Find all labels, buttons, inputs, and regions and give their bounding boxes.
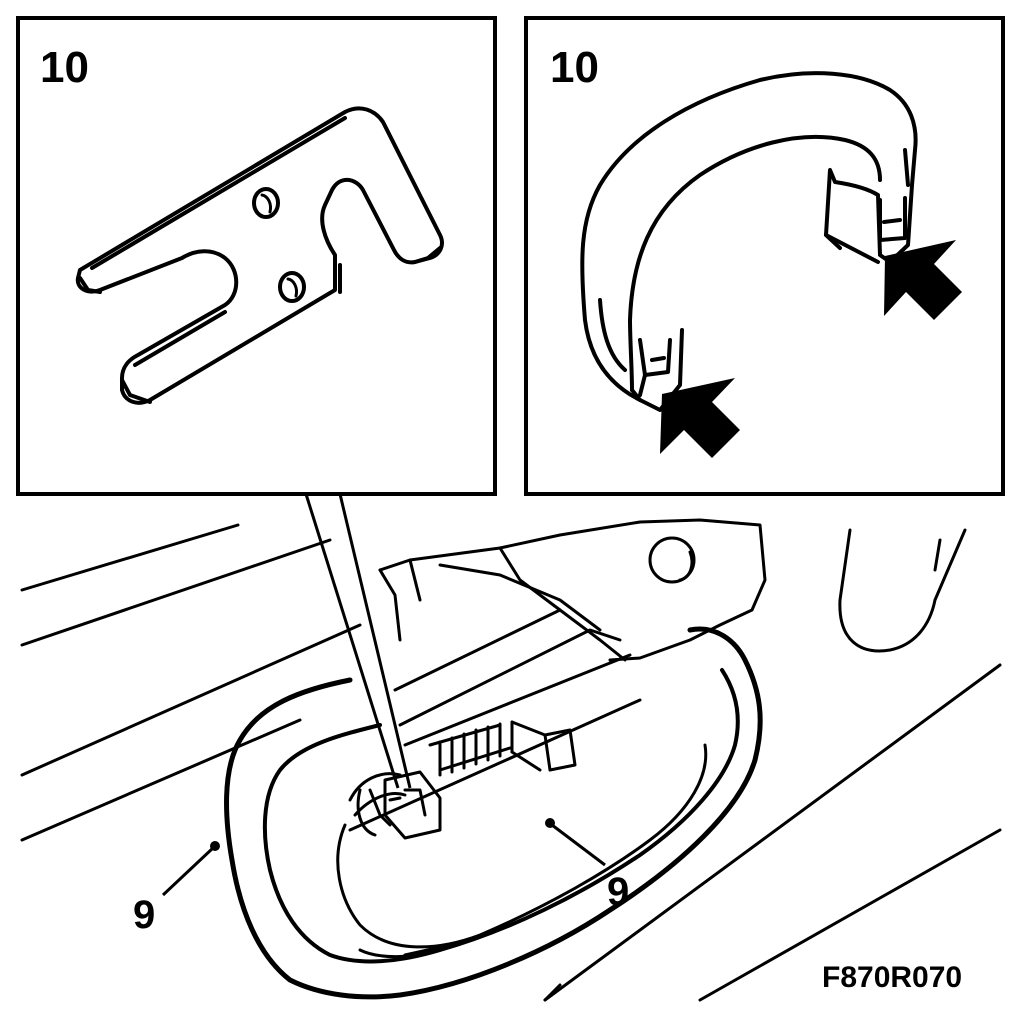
figure-code: F870R070 xyxy=(822,961,962,994)
arrow-left-latch xyxy=(660,378,740,458)
main-scene xyxy=(20,518,1002,1002)
arrow-right-latch xyxy=(884,240,962,320)
pocket-outer-rim xyxy=(224,626,763,1000)
callout-right: 9 xyxy=(545,818,629,914)
inset-right: 10 xyxy=(524,16,1005,496)
connector xyxy=(383,770,442,840)
floor-panel-lines xyxy=(20,523,1002,1002)
inset-right-number: 10 xyxy=(550,43,599,92)
inset-leader xyxy=(304,493,412,789)
tool-hole-upper xyxy=(252,187,280,219)
callout-left-dot xyxy=(210,841,220,851)
mounting-bracket xyxy=(378,518,967,662)
fork-tool-drawing xyxy=(75,106,444,405)
corrugated-conduit xyxy=(438,720,514,777)
callout-left: 9 xyxy=(133,841,220,937)
pocket-inner-rim xyxy=(262,668,740,964)
inset-left-frame xyxy=(16,16,497,496)
callout-right-number: 9 xyxy=(607,870,629,914)
inset-left-number: 10 xyxy=(40,43,89,92)
callout-left-number: 9 xyxy=(133,893,155,937)
seat-rail xyxy=(336,608,708,958)
tool-hole-lower xyxy=(278,271,306,303)
callout-right-leader xyxy=(551,823,606,867)
inset-left: 10 xyxy=(16,16,497,496)
callout-left-leader xyxy=(161,846,215,897)
cable-harness xyxy=(348,720,577,837)
callout-right-dot xyxy=(545,818,555,828)
